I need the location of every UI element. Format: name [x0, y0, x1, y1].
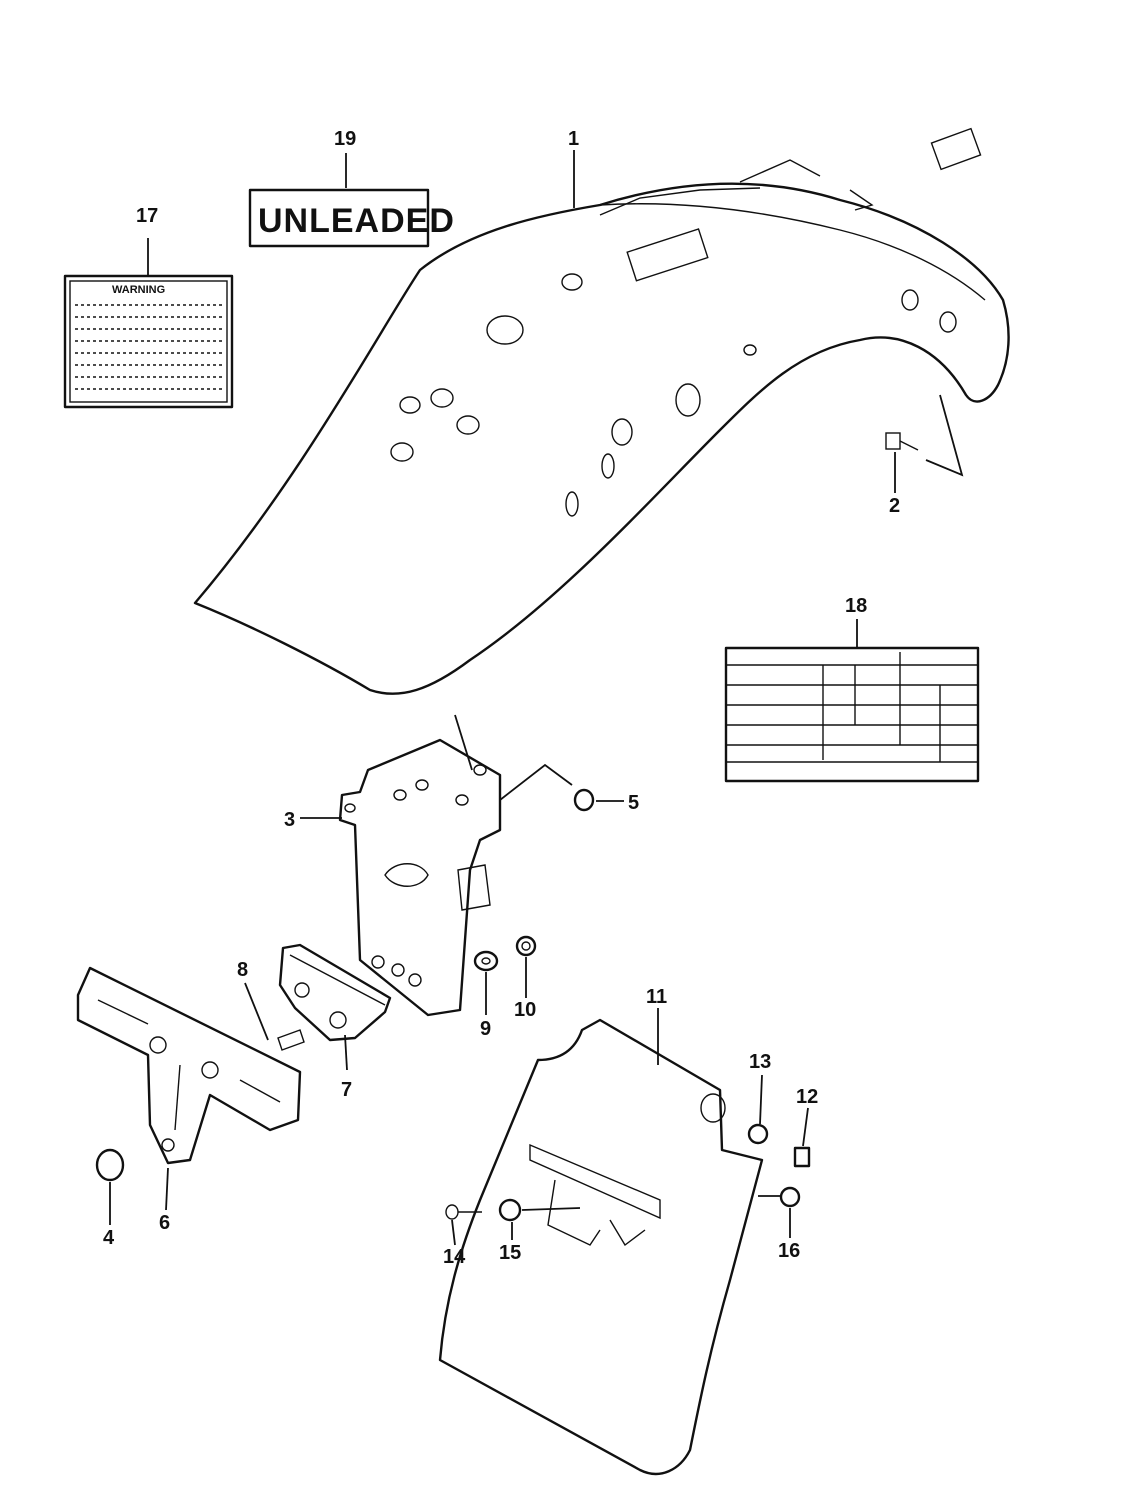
nut-16: [779, 1186, 801, 1208]
washer-9: [473, 950, 499, 972]
rear-fender: [193, 127, 1010, 695]
mud-flap: [438, 1018, 764, 1476]
callout-7: 7: [341, 1079, 352, 1101]
warning-label: WARNING: [63, 274, 234, 409]
callout-17: 17: [136, 205, 158, 227]
callout-8: 8: [237, 959, 248, 981]
callout-4: 4: [103, 1227, 115, 1249]
leader-lines: [109, 150, 964, 1246]
fender-bracket: [338, 738, 502, 1017]
callout-18: 18: [845, 595, 867, 617]
callout-11: 11: [646, 986, 667, 1008]
bolt-2: [885, 432, 919, 451]
callout-9: 9: [480, 1018, 491, 1040]
warning-label-text: WARNING: [112, 284, 165, 296]
callout-3: 3: [284, 809, 295, 831]
screw-4: [95, 1148, 125, 1182]
washer-15: [498, 1198, 522, 1222]
callout-6: 6: [159, 1212, 170, 1234]
callout-10: 10: [514, 999, 536, 1021]
callout-14: 14: [443, 1246, 466, 1268]
bolt-5: [573, 788, 595, 812]
bolt-14: [445, 1204, 482, 1220]
bolt-12: [793, 1146, 811, 1168]
callout-16: 16: [778, 1240, 800, 1262]
spring-8: [277, 1029, 305, 1051]
nut-10: [515, 935, 537, 957]
callout-1: 1: [568, 128, 579, 150]
license-plate-bracket: [76, 966, 302, 1165]
unleaded-label-text: UNLEADED: [258, 202, 455, 240]
info-table-label: [724, 646, 980, 783]
callout-2: 2: [889, 495, 900, 517]
callout-19: 19: [334, 128, 356, 150]
unleaded-label: UNLEADED: [248, 188, 455, 248]
hinge-bracket: [278, 943, 392, 1042]
callout-12: 12: [796, 1086, 818, 1108]
callout-5: 5: [628, 792, 639, 814]
callout-13: 13: [749, 1051, 771, 1073]
callout-numbers: 1 2 3 4 5 6 7 8 9 10 11 12 13 14 15 16 1…: [103, 128, 900, 1268]
nut-13: [747, 1123, 769, 1145]
callout-15: 15: [499, 1242, 521, 1264]
